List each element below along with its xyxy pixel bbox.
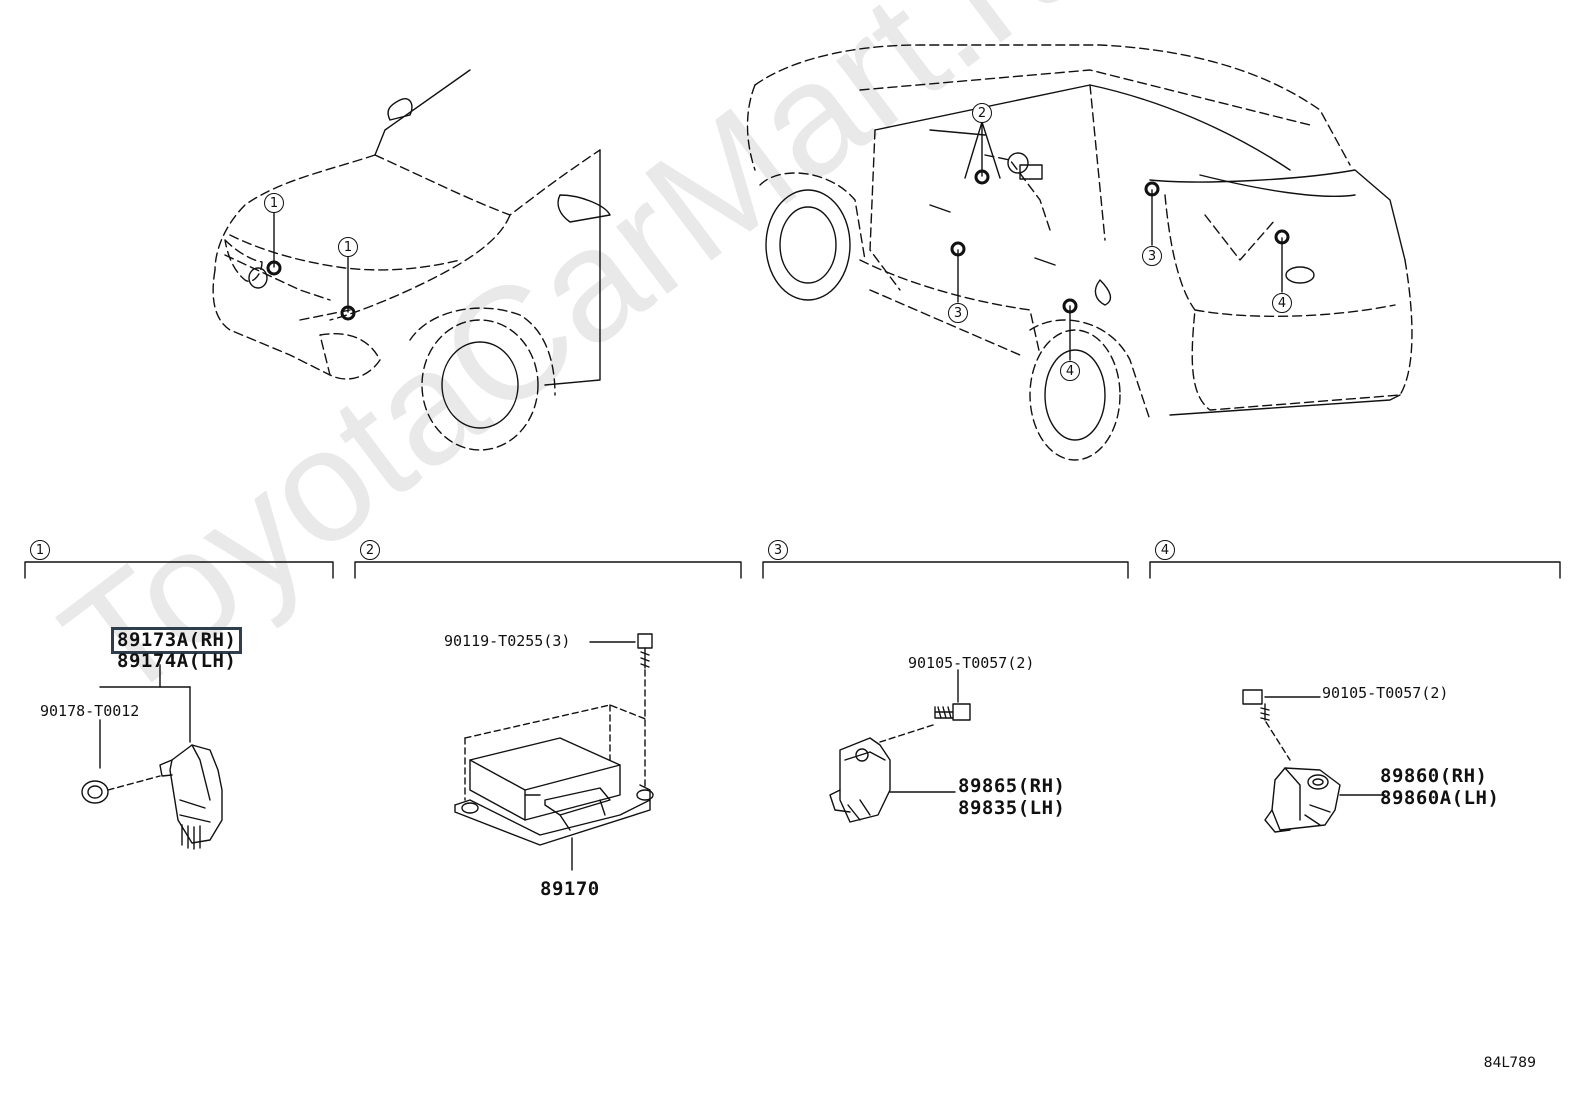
callout-1-front-a: 1 [264,193,284,213]
callout-3-door: 3 [948,303,968,323]
section-3-marker: 3 [768,540,788,560]
section-brackets [24,561,1561,579]
section-2-marker: 2 [360,540,380,560]
part-89860A-lh-label[interactable]: 89860A(LH) [1380,787,1500,809]
part-90105-T0057-label-3[interactable]: 90105-T0057(2) [908,654,1035,672]
section-2-artwork [454,633,654,871]
part-90105-T0057-label-4[interactable]: 90105-T0057(2) [1322,684,1449,702]
rear-car-illustration [746,44,1413,461]
part-89835-lh-label[interactable]: 89835(LH) [958,797,1066,819]
callout-2-center: 2 [972,103,992,123]
part-89170-label[interactable]: 89170 [540,878,600,900]
callout-3-pillar: 3 [1142,246,1162,266]
callout-1-front-b: 1 [338,237,358,257]
section-4-marker: 4 [1155,540,1175,560]
part-89174A-lh-label[interactable]: 89174A(LH) [117,650,237,672]
part-89865-rh-label[interactable]: 89865(RH) [958,775,1066,797]
part-90178-T0012-label[interactable]: 90178-T0012 [40,702,140,720]
section-3-artwork [829,669,971,823]
callout-4-rear: 4 [1272,293,1292,313]
front-car-illustration [212,69,611,451]
diagram-code: 84L789 [1483,1055,1536,1071]
part-89173A-rh-label[interactable]: 89173A(RH) [110,627,243,654]
section-4-artwork [1242,689,1386,833]
section-1-artwork [81,664,223,850]
section-1-marker: 1 [30,540,50,560]
part-89860-rh-label[interactable]: 89860(RH) [1380,765,1488,787]
callout-4-wheel: 4 [1060,361,1080,381]
part-90119-T0255-label[interactable]: 90119-T0255(3) [444,632,571,650]
